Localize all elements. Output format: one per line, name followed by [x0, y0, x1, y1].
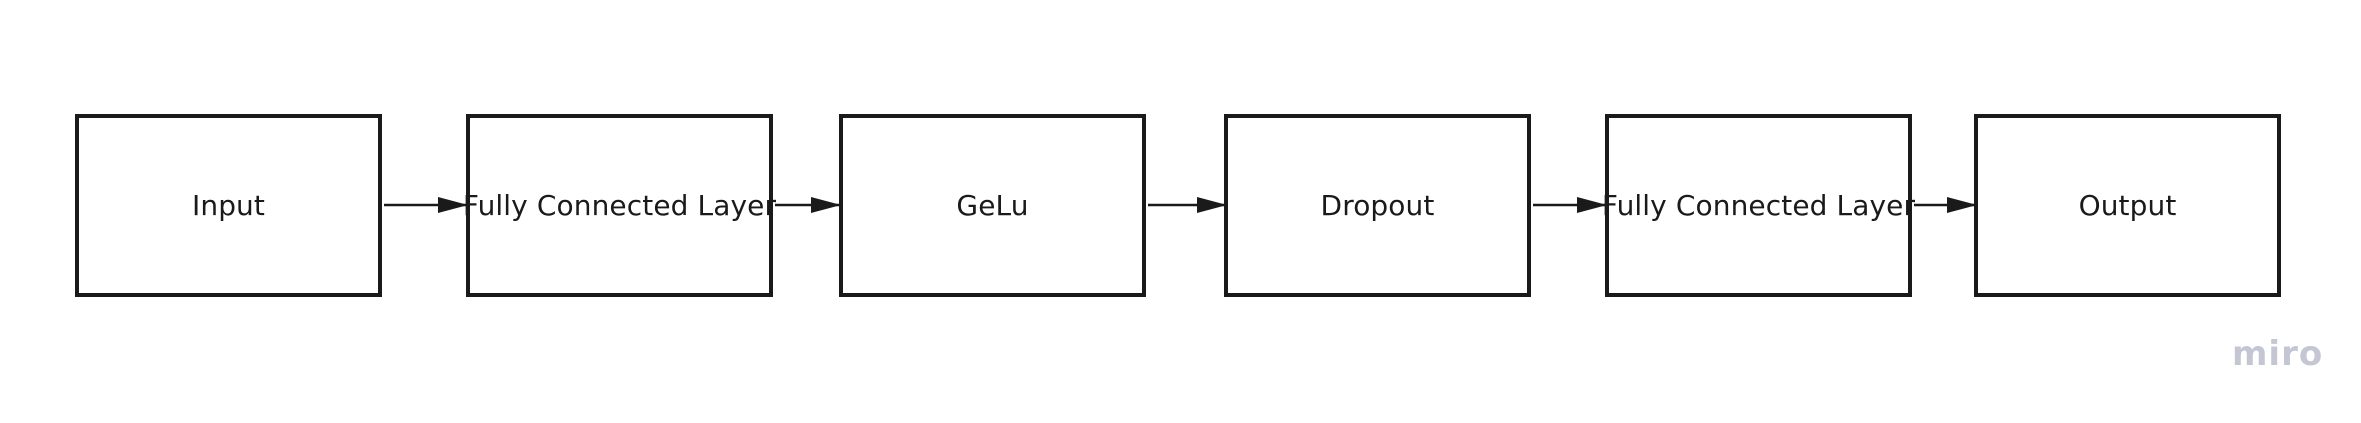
- node-dropout[interactable]: Dropout: [1224, 114, 1531, 297]
- miro-watermark: miro: [2232, 334, 2324, 374]
- node-output-label: Output: [2078, 189, 2177, 222]
- node-fully-connected-layer-1-label: Fully Connected Layer: [462, 189, 777, 222]
- node-input-label: Input: [191, 189, 265, 222]
- node-output[interactable]: Output: [1974, 114, 2281, 297]
- node-gelu[interactable]: GeLu: [839, 114, 1146, 297]
- node-gelu-label: GeLu: [956, 189, 1029, 222]
- node-dropout-label: Dropout: [1320, 189, 1435, 222]
- node-fully-connected-layer-2[interactable]: Fully Connected Layer: [1601, 114, 1916, 297]
- node-fully-connected-layer-1[interactable]: Fully Connected Layer: [462, 114, 777, 297]
- node-input[interactable]: Input: [75, 114, 382, 297]
- node-fully-connected-layer-2-label: Fully Connected Layer: [1601, 189, 1916, 222]
